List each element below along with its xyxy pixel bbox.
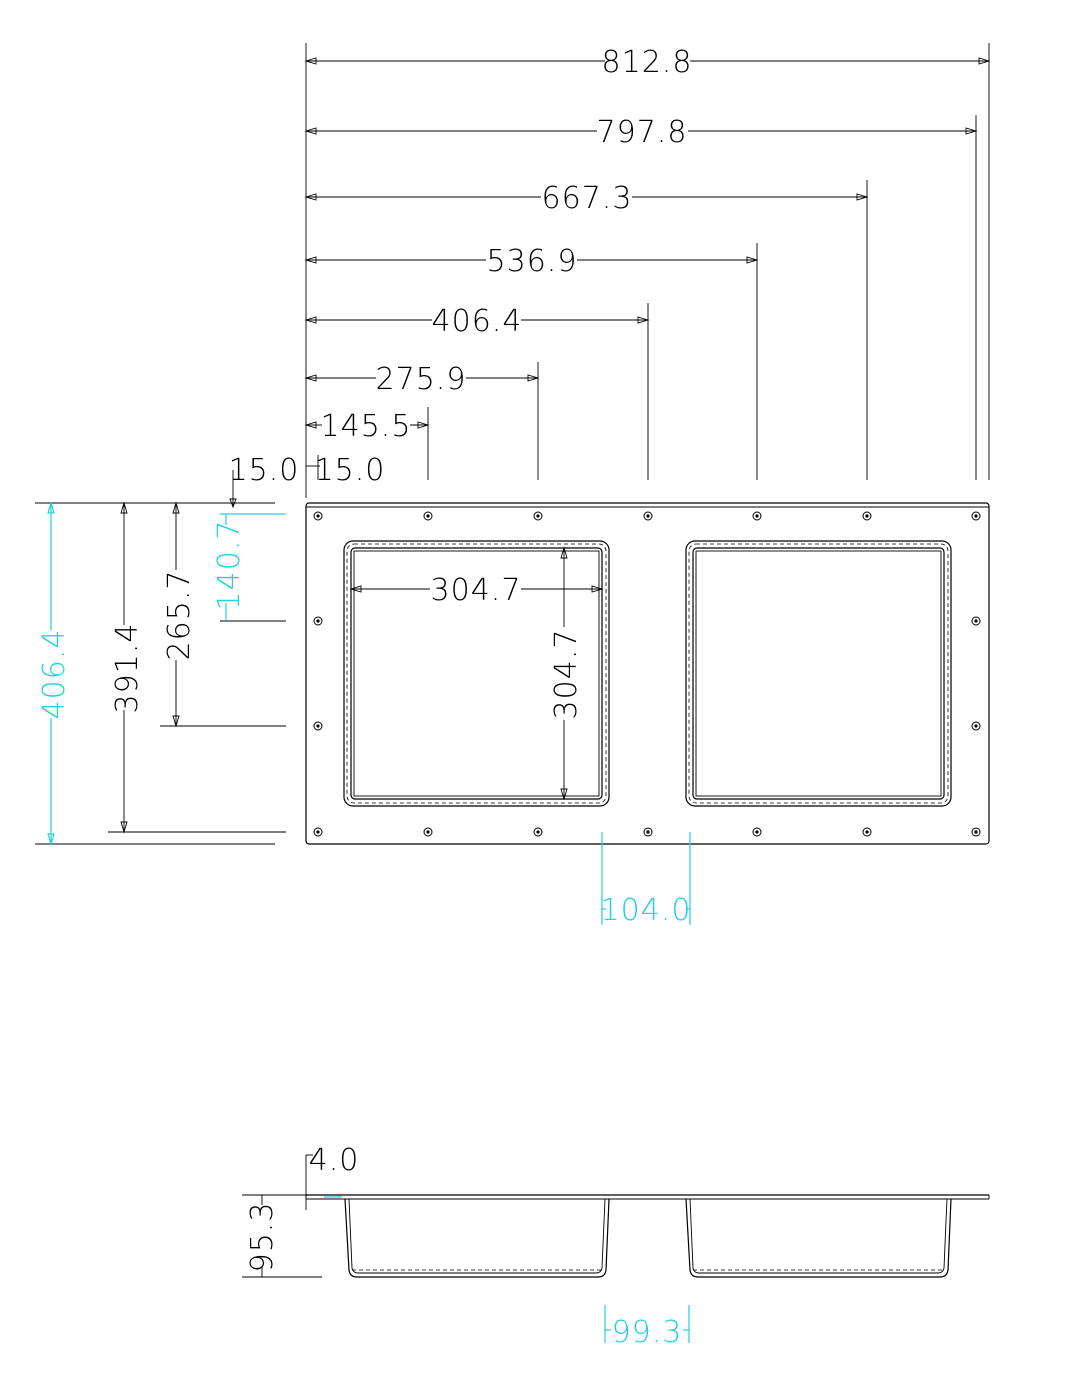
mounting-hole — [313, 511, 323, 521]
mounting-hole — [643, 827, 653, 837]
mounting-hole — [313, 827, 323, 837]
mounting-hole — [533, 827, 543, 837]
dim-hole-3: 275.9 — [376, 362, 467, 397]
dim-tub-depth: 95.3 — [245, 1202, 280, 1273]
mounting-holes — [313, 511, 981, 837]
mounting-hole — [423, 827, 433, 837]
dim-opening-gap: 104.0 — [601, 893, 692, 928]
left-opening — [343, 540, 610, 807]
mounting-hole — [313, 721, 323, 731]
mounting-hole — [971, 827, 981, 837]
dim-hole-4: 406.4 — [432, 304, 523, 339]
mounting-hole — [862, 511, 872, 521]
dim-overall-width: 812.8 — [602, 45, 693, 80]
dim-hole-5: 536.9 — [487, 244, 578, 279]
dim-opening-height: 304.7 — [549, 629, 584, 720]
side-view: 4.0 95.3 99.3 — [242, 1143, 990, 1350]
horizontal-dimension-chain: 812.8 797.8 667.3 536.9 406.4 — [229, 43, 991, 509]
mounting-hole — [643, 511, 653, 521]
vertical-dimension-chain: 406.4 391.4 265.7 140.7 — [35, 500, 286, 847]
dim-horizontal-edge-offset: 15.0 — [315, 453, 386, 488]
mounting-hole — [971, 721, 981, 731]
mounting-hole — [971, 511, 981, 521]
mounting-hole — [423, 511, 433, 521]
mounting-hole — [313, 616, 323, 626]
mounting-hole — [752, 827, 762, 837]
dim-hole-row-2: 265.7 — [162, 570, 197, 661]
dim-flange-thickness: 4.0 — [309, 1143, 360, 1178]
plate-top-view: 304.7 304.7 — [305, 502, 990, 845]
dim-hole-span-width: 797.8 — [597, 115, 688, 150]
dim-opening-width: 304.7 — [431, 573, 522, 608]
dim-hole-2: 145.5 — [321, 409, 412, 444]
dim-tub-gap: 99.3 — [612, 1315, 683, 1350]
dim-hole-6: 667.3 — [542, 181, 633, 216]
mounting-hole — [862, 827, 872, 837]
dim-overall-height: 406.4 — [37, 629, 72, 720]
opening-gap-dimension: 104.0 — [601, 832, 692, 928]
mounting-hole — [533, 511, 543, 521]
dim-hole-row-1: 140.7 — [212, 520, 247, 611]
mounting-hole — [971, 616, 981, 626]
dim-vertical-edge-offset: 15.0 — [229, 453, 300, 488]
dim-hole-span-height: 391.4 — [110, 623, 145, 714]
right-opening — [685, 540, 952, 807]
mounting-hole — [752, 511, 762, 521]
